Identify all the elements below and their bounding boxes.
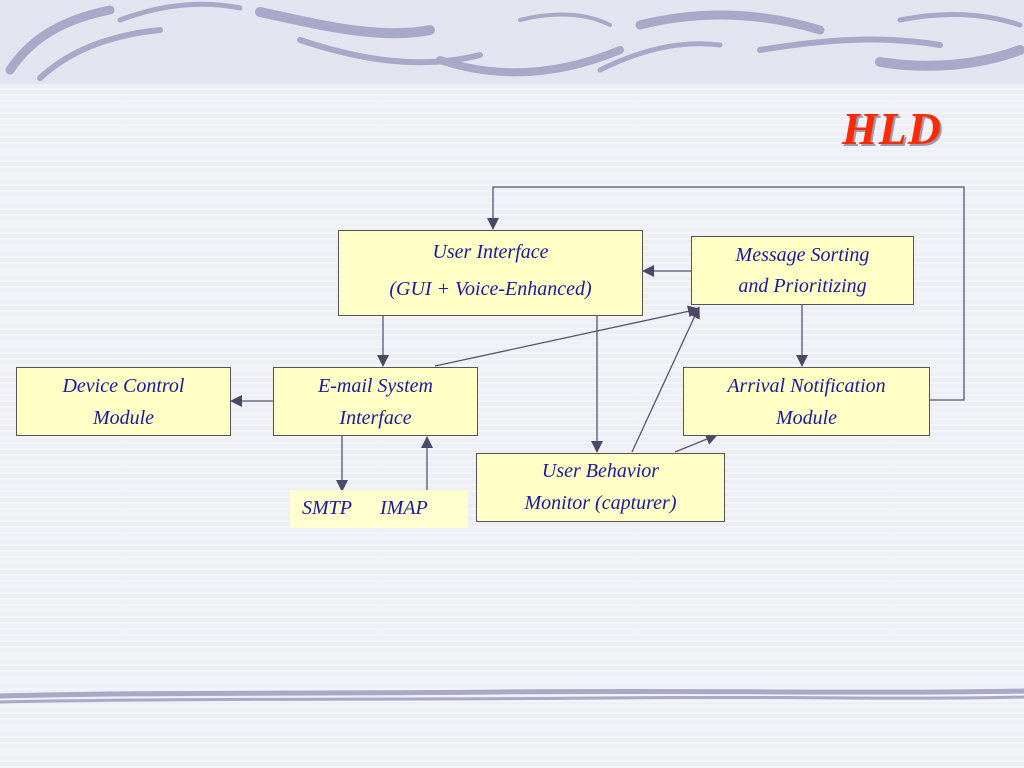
- node-device-control-line1: Device Control: [62, 375, 185, 397]
- footer-divider: [0, 688, 1024, 704]
- node-message-sorting: Message Sorting and Prioritizing: [691, 236, 914, 305]
- node-user-interface-line1: User Interface: [432, 241, 549, 263]
- node-smtp: SMTP: [290, 490, 368, 528]
- node-user-behavior: User Behavior Monitor (capturer): [476, 453, 725, 522]
- node-arrival-notification-line2: Module: [775, 407, 838, 429]
- node-message-sorting-line1: Message Sorting: [735, 244, 870, 266]
- arrow-arrival-to-ui: [487, 186, 965, 401]
- arrow-email-to-sorting: [434, 305, 700, 367]
- node-arrival-notification: Arrival Notification Module: [683, 367, 930, 436]
- header-banner: [0, 0, 1024, 84]
- slide-title: HLD: [841, 103, 942, 154]
- node-user-interface-line2: (GUI + Voice-Enhanced): [389, 278, 592, 300]
- wave-decoration: [5, 1, 1024, 81]
- node-email-interface-line1: E-mail System: [318, 375, 433, 397]
- node-imap: IMAP: [368, 490, 468, 528]
- node-user-interface: User Interface (GUI + Voice-Enhanced): [338, 230, 643, 316]
- node-arrival-notification-line1: Arrival Notification: [727, 375, 886, 397]
- node-user-behavior-line2: Monitor (capturer): [524, 492, 677, 514]
- node-email-interface-line2: Interface: [339, 407, 412, 429]
- node-device-control-line2: Module: [92, 407, 155, 429]
- arrow-behavior-to-arrival: [674, 433, 718, 453]
- arrow-behavior-to-sorting: [631, 306, 700, 453]
- node-user-behavior-line1: User Behavior: [541, 460, 660, 482]
- node-email-interface: E-mail System Interface: [273, 367, 478, 436]
- node-message-sorting-line2: and Prioritizing: [738, 275, 867, 297]
- node-device-control: Device Control Module: [16, 367, 231, 436]
